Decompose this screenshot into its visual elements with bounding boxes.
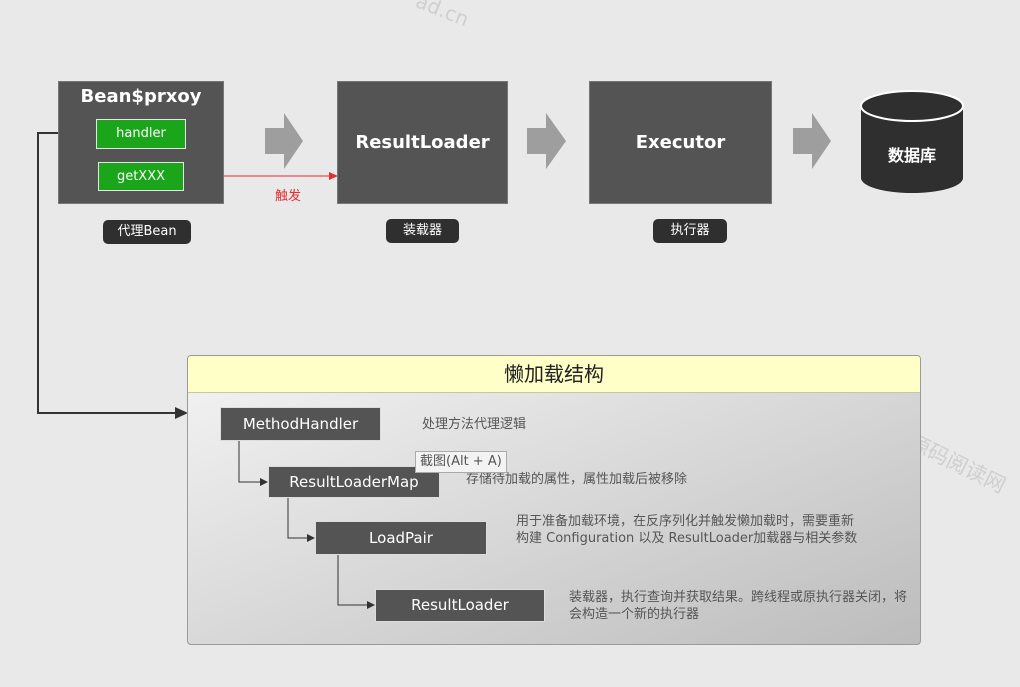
result-loader-map-desc: 存储待加载的属性，属性加载后被移除	[466, 472, 688, 487]
tree-arrowhead	[260, 478, 268, 486]
load-pair-node: LoadPair	[315, 521, 487, 555]
method-handler-node: MethodHandler	[220, 407, 381, 441]
executor-title: Executor	[635, 132, 726, 153]
handler-box: handler	[96, 119, 186, 149]
tree-arrowhead	[367, 601, 375, 609]
handler-arrowhead	[175, 407, 188, 419]
load-pair-desc: 用于准备加载环境，在反序列化并触发懒加载时，需要重新构建 Configurati…	[516, 514, 858, 546]
getxxx-box: getXXX	[98, 162, 184, 191]
method-handler-desc: 处理方法代理逻辑	[422, 417, 527, 432]
flow-arrow	[793, 113, 831, 169]
result-loader-title: ResultLoader	[355, 132, 490, 153]
proxy-title: Bean$prxoy	[80, 86, 202, 107]
tree-connector	[337, 555, 368, 606]
lazy-load-panel: 懒加载结构	[187, 355, 921, 645]
result-loader-node: ResultLoader	[375, 589, 545, 622]
executor-box: Executor	[589, 81, 772, 204]
tree-arrowhead	[307, 534, 315, 542]
flow-arrow	[527, 113, 566, 169]
tree-connector	[238, 441, 261, 483]
executor-tag: 执行器	[653, 219, 727, 243]
proxy-tag: 代理Bean	[103, 220, 191, 244]
result-loader-map-node: ResultLoaderMap	[268, 466, 440, 498]
database-label: 数据库	[887, 146, 936, 165]
trigger-arrowhead	[329, 172, 338, 180]
loader-tag: 装载器	[386, 219, 459, 243]
result-loader-desc: 装载器，执行查询并获取结果。跨线程或原执行器关闭，将会构造一个新的执行器	[569, 590, 908, 622]
screenshot-tooltip: 截图(Alt + A)	[415, 451, 507, 473]
trigger-label: 触发	[275, 189, 302, 204]
flow-arrow	[265, 113, 303, 169]
database-icon	[860, 90, 964, 193]
tree-connector	[287, 498, 309, 539]
result-loader-box: ResultLoader	[337, 81, 508, 204]
panel-title: 懒加载结构	[188, 356, 920, 393]
